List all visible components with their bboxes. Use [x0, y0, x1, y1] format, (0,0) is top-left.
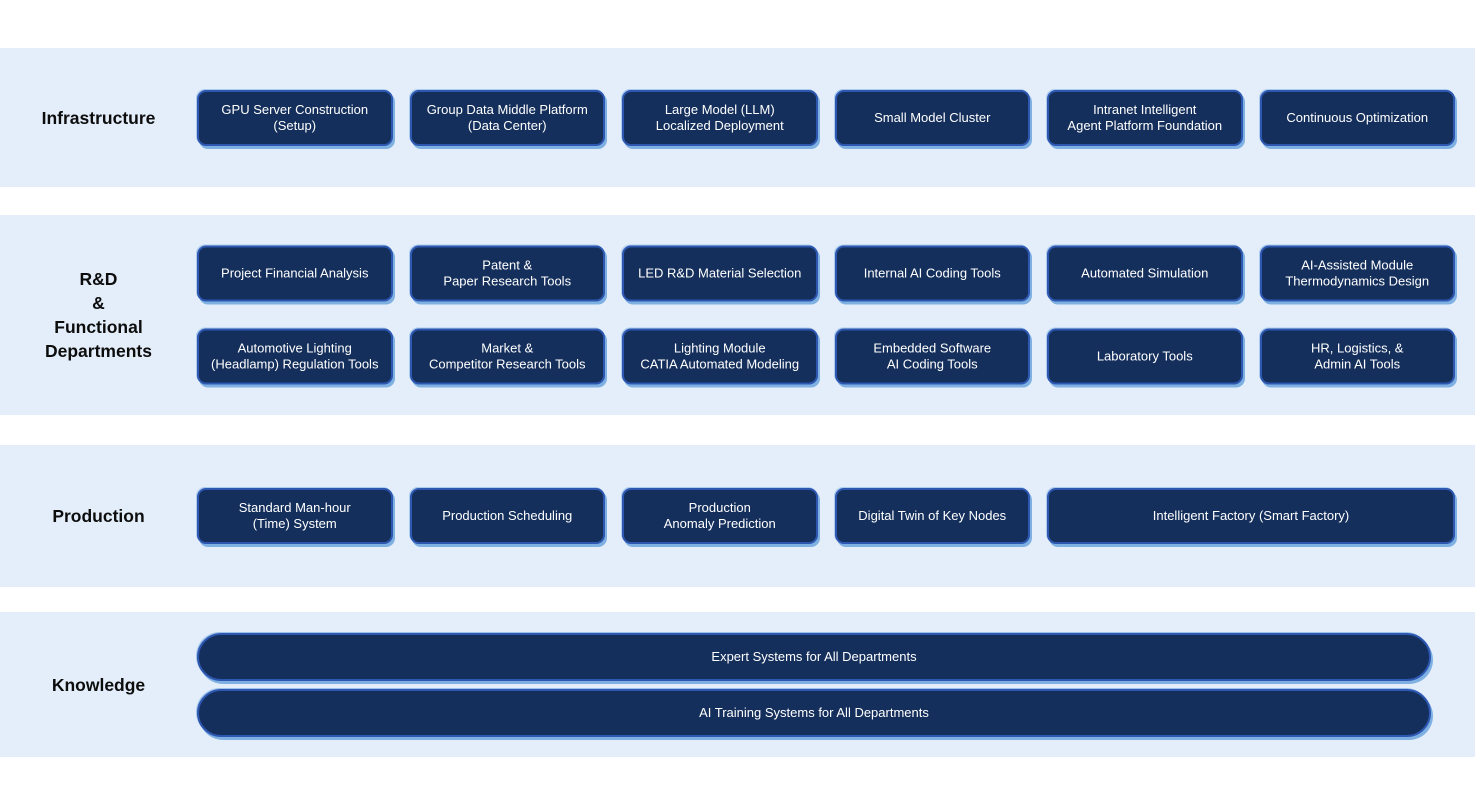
box-led-material-selection: LED R&D Material Selection: [622, 245, 818, 302]
band-knowledge: Knowledge Expert Systems for All Departm…: [0, 612, 1475, 757]
box-intranet-agent-platform: Intranet Intelligent Agent Platform Foun…: [1047, 89, 1243, 146]
band-production-content: Standard Man-hour (Time) System Producti…: [197, 488, 1455, 544]
band-knowledge-content: Expert Systems for All Departments AI Tr…: [197, 632, 1455, 737]
box-production-scheduling: Production Scheduling: [409, 488, 605, 544]
box-laboratory-tools: Laboratory Tools: [1047, 328, 1243, 385]
row-label-production: Production: [52, 506, 145, 526]
row-label-rnd-functional: R&D & Functional Departments: [45, 269, 152, 361]
box-internal-ai-coding: Internal AI Coding Tools: [834, 245, 1030, 302]
box-anomaly-prediction: Production Anomaly Prediction: [622, 488, 818, 544]
box-headlamp-regulation-tools: Automotive Lighting (Headlamp) Regulatio…: [197, 328, 393, 385]
box-expert-systems: Expert Systems for All Departments: [197, 632, 1431, 681]
band-infrastructure: Infrastructure GPU Server Construction (…: [0, 48, 1475, 187]
box-ai-training-systems: AI Training Systems for All Departments: [197, 688, 1431, 737]
box-project-financial-analysis: Project Financial Analysis: [197, 245, 393, 302]
box-group-data-middle-platform: Group Data Middle Platform (Data Center): [409, 89, 605, 146]
band-production: Production Standard Man-hour (Time) Syst…: [0, 445, 1475, 587]
box-intelligent-factory: Intelligent Factory (Smart Factory): [1047, 488, 1455, 544]
box-automated-simulation: Automated Simulation: [1047, 245, 1243, 302]
band-rnd-content: Project Financial Analysis Patent & Pape…: [197, 245, 1455, 385]
band-rnd-functional: R&D & Functional Departments Project Fin…: [0, 215, 1475, 415]
box-gpu-server-construction: GPU Server Construction (Setup): [197, 89, 393, 146]
box-small-model-cluster: Small Model Cluster: [834, 89, 1030, 146]
box-hr-logistics-admin: HR, Logistics, & Admin AI Tools: [1259, 328, 1455, 385]
box-patent-paper-research: Patent & Paper Research Tools: [409, 245, 605, 302]
box-continuous-optimization: Continuous Optimization: [1259, 89, 1455, 146]
box-digital-twin: Digital Twin of Key Nodes: [834, 488, 1030, 544]
box-catia-automated-modeling: Lighting Module CATIA Automated Modeling: [622, 328, 818, 385]
row-label-infrastructure: Infrastructure: [41, 107, 156, 128]
box-standard-man-hour: Standard Man-hour (Time) System: [197, 488, 393, 544]
box-market-competitor-research: Market & Competitor Research Tools: [409, 328, 605, 385]
row-label-knowledge: Knowledge: [51, 674, 146, 695]
box-llm-localized-deployment: Large Model (LLM) Localized Deployment: [622, 89, 818, 146]
box-embedded-ai-coding: Embedded Software AI Coding Tools: [834, 328, 1030, 385]
band-infrastructure-content: GPU Server Construction (Setup) Group Da…: [197, 89, 1455, 146]
box-thermodynamics-design: AI-Assisted Module Thermodynamics Design: [1259, 245, 1455, 302]
